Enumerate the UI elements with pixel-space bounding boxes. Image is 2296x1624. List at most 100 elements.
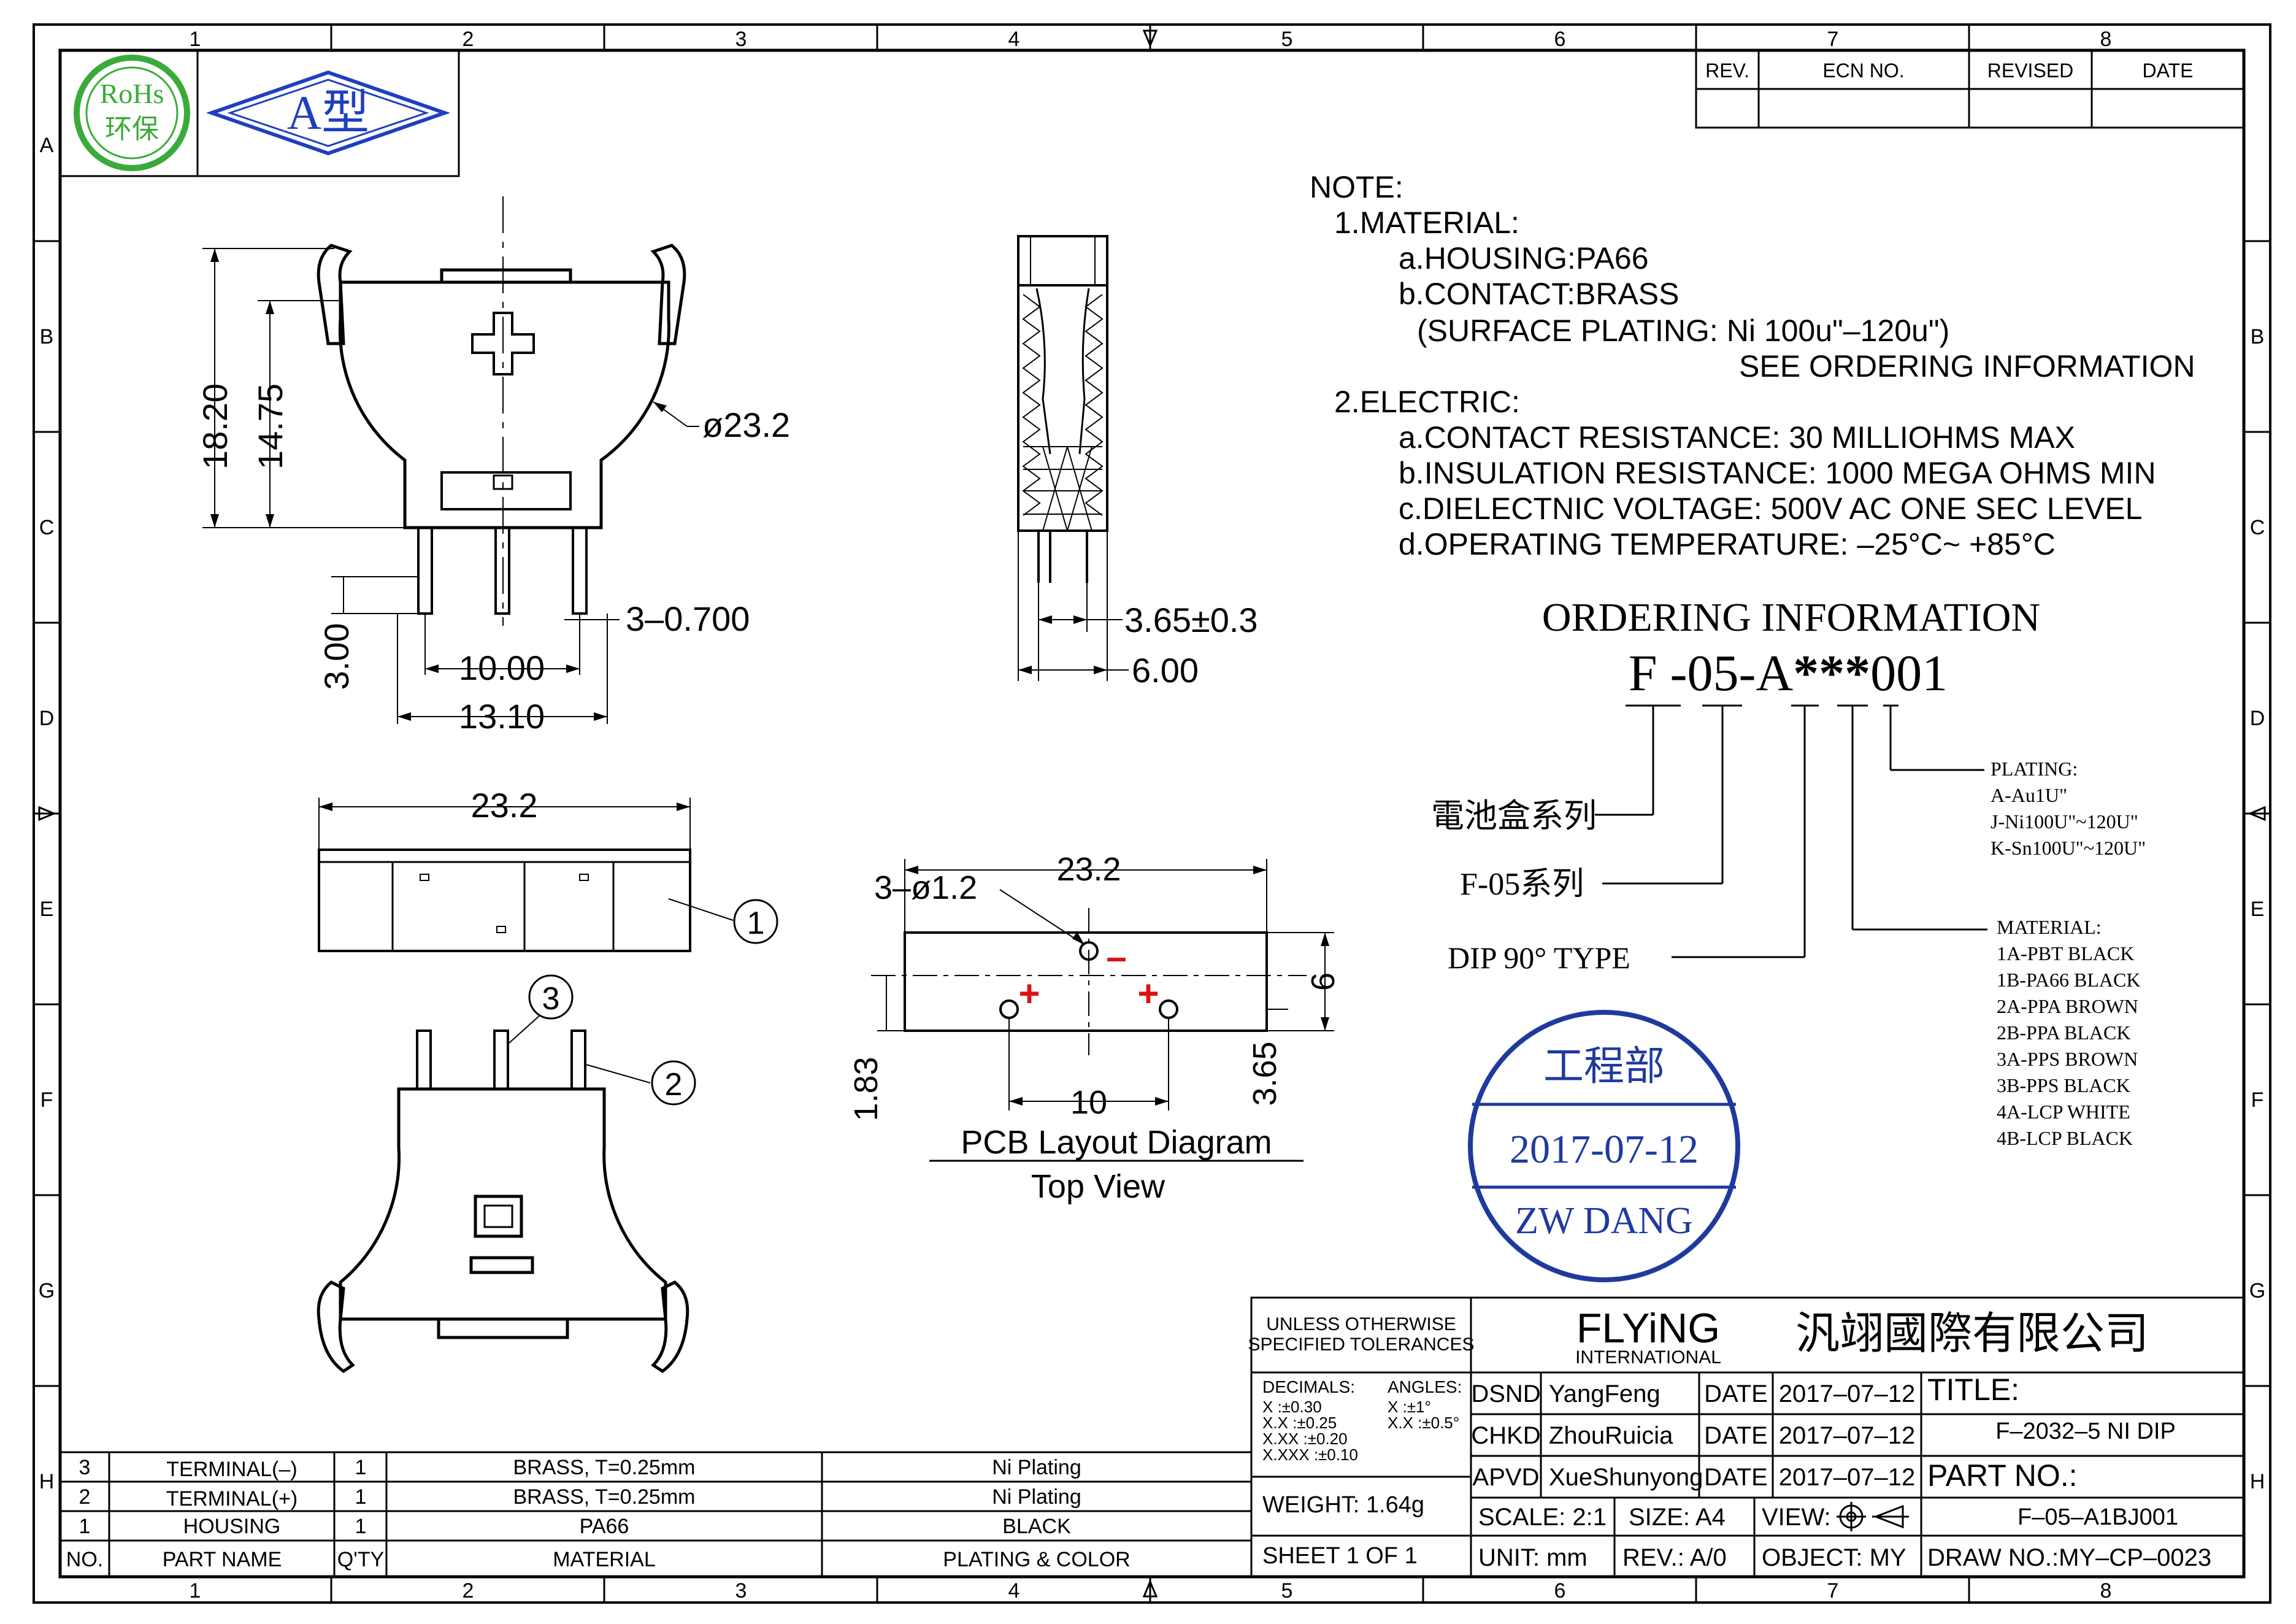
bom-header-qty: Q'TY — [337, 1548, 384, 1571]
notes: NOTE: 1.MATERIAL: a.HOUSING:PA66 b.CONTA… — [1310, 170, 2195, 561]
dim-pin-width: 3–0.700 — [626, 599, 750, 638]
plating-option-k: K-Sn100U"~120U" — [1991, 837, 2146, 859]
date-header: DATE — [2143, 60, 2194, 82]
row-label-c-right: C — [2250, 516, 2265, 539]
projection-symbol-icon — [1837, 1502, 1909, 1531]
notes-operating-temperature: d.OPERATING TEMPERATURE: –25°C~ +85°C — [1399, 527, 2056, 561]
bom-header-material: MATERIAL — [553, 1548, 656, 1571]
notes-electric-heading: 2.ELECTRIC: — [1334, 385, 1520, 419]
size: SIZE: A4 — [1629, 1504, 1726, 1531]
dim-side-depth: 6.00 — [1132, 651, 1199, 690]
notes-material-heading: 1.MATERIAL: — [1334, 206, 1519, 240]
tolerance-heading-2: SPECIFIED TOLERANCES — [1248, 1334, 1475, 1355]
rev: REV.: A/0 — [1622, 1544, 1727, 1571]
plating-option-a: A-Au1U" — [1991, 784, 2067, 806]
stamp-date: 2017-07-12 — [1510, 1127, 1699, 1172]
col-label-1-top: 1 — [190, 28, 201, 51]
notes-contact-resistance: a.CONTACT RESISTANCE: 30 MILLIOHMS MAX — [1399, 420, 2075, 455]
material-option-4b: 4B-LCP BLACK — [1997, 1127, 2133, 1149]
title-and-part: TITLE: F–2032–5 NI DIP PART NO.: F–05–A1… — [1927, 1372, 2178, 1530]
ordering-code: F -05-A***001 — [1629, 645, 1948, 702]
dim-pcb-pitch: 10 — [1070, 1084, 1107, 1121]
top-view-arrows — [319, 802, 690, 811]
bom-row-2-no: 2 — [79, 1485, 91, 1509]
pcb-minus-mark: – — [1106, 936, 1126, 977]
unit: UNIT: mm — [1478, 1544, 1588, 1571]
dim-top-width: 23.2 — [471, 786, 538, 825]
material-options: MATERIAL: 1A-PBT BLACK 1B-PA66 BLACK 2A-… — [1997, 916, 2140, 1149]
ordering-info: ORDERING INFORMATION F -05-A***001 電池盒系列… — [1431, 595, 2146, 1149]
title-label: TITLE: — [1927, 1372, 2019, 1407]
decimals-x: X :±0.30 — [1262, 1398, 1322, 1416]
material-option-2a: 2A-PPA BROWN — [1997, 995, 2138, 1017]
angles-x: X :±1° — [1388, 1398, 1431, 1416]
callout-1-label: 1 — [747, 906, 765, 941]
bom-row-3-qty: 1 — [355, 1456, 367, 1479]
material-option-2b: 2B-PPA BLACK — [1997, 1022, 2130, 1044]
rohs-logo: RoHs 环保 — [74, 55, 190, 171]
row-label-a-left: A — [40, 134, 54, 157]
bom-header-no: NO. — [66, 1548, 103, 1571]
dsnd-date-label: DATE — [1704, 1380, 1768, 1407]
signoff-rows: DSND YangFeng DATE 2017–07–12 CHKD ZhouR… — [1471, 1380, 1915, 1491]
ordering-dip-type: DIP 90° TYPE — [1448, 941, 1630, 975]
dim-pcb-right-offset: 3.65 — [1246, 1041, 1283, 1106]
title-value: F–2032–5 NI DIP — [1995, 1418, 2176, 1444]
col-label-8-top: 8 — [2100, 28, 2112, 51]
type-a-badge-text: A型 — [287, 86, 369, 139]
notes-dielectric-voltage: c.DIELECTNIC VOLTAGE: 500V AC ONE SEC LE… — [1399, 491, 2142, 526]
pcb-plus-mark-right: + — [1137, 973, 1159, 1014]
dim-pin-pitch: 10.00 — [459, 648, 545, 687]
notes-plating: (SURFACE PLATING: Ni 100u"–120u") — [1417, 314, 1949, 348]
row-label-f-right: F — [2251, 1088, 2264, 1112]
dim-pcb-height: 6 — [1305, 972, 1342, 991]
row-label-g-left: G — [39, 1279, 55, 1303]
rohs-logo-text: RoHs — [100, 78, 164, 109]
border-row-labels: A B C D E F G H B C D E F G H — [39, 134, 2265, 1493]
bom-row-1-material: PA66 — [580, 1515, 629, 1538]
material-option-1b: 1B-PA66 BLACK — [1997, 969, 2140, 991]
title-block: UNLESS OTHERWISE SPECIFIED TOLERANCES DE… — [1248, 1296, 2245, 1578]
ordering-title: ORDERING INFORMATION — [1542, 595, 2040, 640]
front-view-arrows — [210, 248, 667, 721]
row-label-h-left: H — [39, 1470, 55, 1493]
col-label-6-bottom: 6 — [1554, 1579, 1566, 1603]
row-label-b-left: B — [40, 325, 54, 348]
bom-row-3-material: BRASS, T=0.25mm — [513, 1456, 696, 1479]
col-label-3-bottom: 3 — [735, 1579, 747, 1603]
notes-housing: a.HOUSING:PA66 — [1399, 241, 1649, 275]
decimals-xxx: X.XX :±0.20 — [1262, 1430, 1348, 1448]
side-view — [1017, 235, 1129, 681]
revision-table: REV. ECN NO. REVISED DATE — [1695, 49, 2245, 129]
bom-row-2-name: TERMINAL(+) — [166, 1487, 298, 1510]
dim-side-pin-offset-value: 3.65±0.3 — [1124, 601, 1258, 639]
pcb-plus-mark-left: + — [1018, 973, 1040, 1014]
apvd-date-label: DATE — [1704, 1464, 1768, 1491]
col-label-2-bottom: 2 — [463, 1579, 474, 1603]
apvd-name: XueShunyong — [1549, 1464, 1703, 1491]
plating-title: PLATING: — [1991, 758, 2078, 780]
callout-3: 3 — [528, 974, 574, 1020]
col-label-4-top: 4 — [1008, 28, 1020, 51]
part-no-value: F–05–A1BJ001 — [2018, 1504, 2178, 1530]
stamp-dept: 工程部 — [1543, 1044, 1665, 1089]
chkd-date-label: DATE — [1704, 1422, 1768, 1449]
dim-body-height: 14.75 — [251, 383, 290, 469]
ecn-no-header: ECN NO. — [1822, 60, 1904, 82]
rohs-logo-cn: 环保 — [105, 114, 159, 144]
front-view — [202, 196, 699, 724]
pcb-arrows — [905, 866, 1329, 1106]
bom-header-part-name: PART NAME — [163, 1548, 282, 1571]
dim-pcb-left-offset: 1.83 — [848, 1056, 885, 1121]
revised-header: REVISED — [1987, 60, 2073, 82]
ordering-code-prefix: F -05-A — [1629, 645, 1794, 702]
bom-row-3-no: 3 — [79, 1456, 91, 1479]
material-option-3a: 3A-PPS BROWN — [1997, 1048, 2138, 1070]
row-label-f-left: F — [40, 1088, 53, 1112]
callout-3-label: 3 — [542, 981, 560, 1017]
weight: WEIGHT: 1.64g — [1262, 1492, 1424, 1518]
bom-row-3-plating: Ni Plating — [992, 1456, 1081, 1479]
view-label: VIEW: — [1762, 1504, 1831, 1531]
callout-1: 1 — [733, 899, 778, 944]
bom-row-1-plating: BLACK — [1002, 1515, 1071, 1538]
